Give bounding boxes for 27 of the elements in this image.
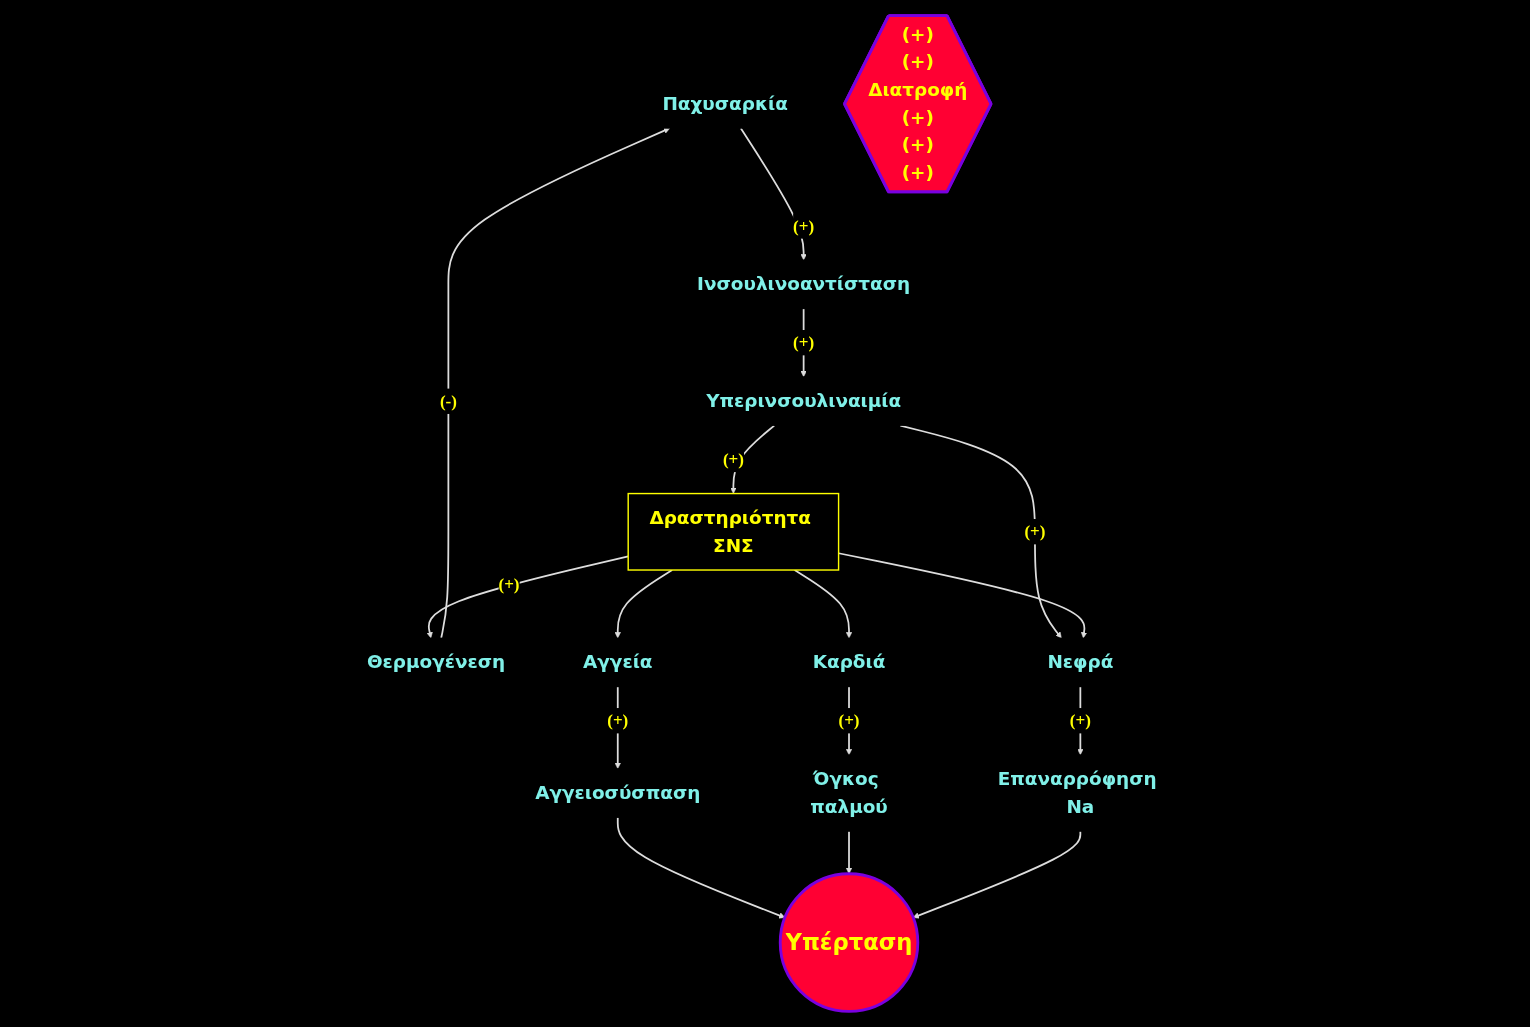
node-text: Νεφρά [1047, 651, 1114, 673]
edge-label: (+) [1069, 711, 1091, 731]
node-box: Δραστηριότητα ΣΝΣ [627, 492, 840, 571]
arrow [440, 127, 671, 639]
edge-label: (+) [498, 574, 520, 594]
arrow [616, 816, 786, 919]
node-text: Καρδιά [812, 651, 886, 673]
node-text: Επαναρρόφηση Na [997, 768, 1157, 818]
node-text: Θερμογένεση [366, 651, 506, 673]
edge-label: (+) [607, 711, 629, 731]
edge-label: (-) [439, 391, 457, 411]
node-text: Παχυσαρκία [662, 92, 788, 115]
edge-label: (+) [838, 711, 860, 731]
node-text: Ινσουλινοαντίσταση [697, 273, 911, 295]
node-text: Υπερινσουλιναιμία [706, 390, 902, 412]
node-text: Όγκος παλμού [810, 768, 888, 818]
edge-label: (+) [722, 450, 744, 469]
edge-label: (+) [793, 333, 815, 352]
node-text: Αγγειοσύσπαση [535, 782, 701, 804]
arrow [614, 569, 674, 639]
edge-label: (+) [1024, 522, 1046, 541]
edge-label: (+) [793, 216, 815, 236]
arrow [793, 569, 853, 639]
node-text: Αγγεία [583, 651, 653, 673]
arrow [912, 830, 1082, 919]
node-circle: Υπέρταση [778, 872, 920, 1013]
arrow [899, 424, 1062, 639]
